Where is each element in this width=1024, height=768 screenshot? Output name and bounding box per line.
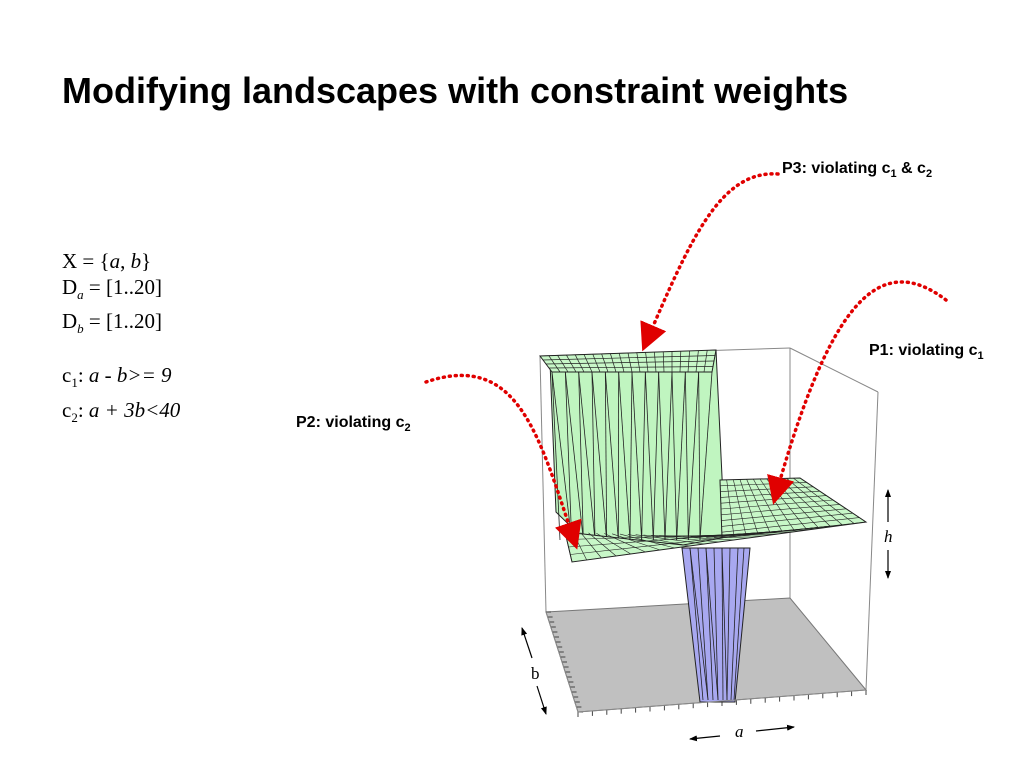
domain-b: Db = [1..20] — [62, 309, 163, 337]
mesh-line — [591, 371, 596, 541]
mesh-line — [720, 486, 814, 492]
mesh-line — [652, 371, 660, 541]
axis-label-h: h — [884, 527, 893, 546]
axis-arrows — [521, 489, 891, 742]
mesh-line — [698, 371, 701, 541]
variable-set: X = {a, b} — [62, 249, 152, 273]
floor-ticks — [546, 611, 867, 717]
plateau-wall — [549, 349, 726, 546]
axis-label-b: b — [531, 664, 540, 683]
mesh-line — [684, 371, 689, 541]
mesh-line — [664, 371, 673, 541]
axis-label-a: a — [735, 722, 744, 741]
callout-p3: P3: violating c1 & c2 — [782, 160, 933, 181]
mesh-line — [604, 371, 619, 541]
mesh-line — [658, 371, 666, 541]
mesh-line — [604, 371, 608, 541]
plateau-top — [539, 349, 717, 373]
mesh-line — [564, 371, 584, 541]
mesh-line — [591, 371, 608, 541]
mesh-line — [699, 371, 713, 541]
problem-definition: X = {a, b} Da = [1..20] Db = [1..20] c1:… — [62, 248, 180, 431]
mesh-line — [545, 360, 715, 365]
constraint-c2: c2: a + 3b<40 — [62, 397, 181, 425]
mesh-line — [671, 371, 678, 541]
mesh-line — [542, 355, 716, 361]
mesh-line — [721, 517, 860, 533]
mesh-line — [721, 512, 853, 527]
arrow-p2 — [424, 373, 582, 550]
constraint-c1: c1: a - b>= 9 — [62, 363, 172, 391]
callout-p1: P1: violating c1 — [869, 342, 984, 363]
a-axis-arrow-right — [755, 724, 795, 732]
mesh-line — [721, 504, 840, 516]
a-axis-arrow-left — [689, 735, 721, 742]
mesh-line — [551, 371, 573, 541]
mesh-line — [564, 371, 573, 541]
mesh-line — [578, 371, 584, 541]
well-surface — [681, 547, 751, 703]
callout-p2: P2: violating c2 — [296, 414, 411, 435]
mesh-line — [721, 508, 847, 521]
mesh-line — [551, 371, 561, 541]
b-axis-arrow-down — [536, 685, 547, 715]
mesh-line — [629, 371, 633, 541]
arrow-p1 — [767, 280, 948, 505]
front-axis — [545, 611, 867, 713]
mesh-line — [687, 371, 700, 541]
mesh-line — [641, 371, 646, 541]
mesh-line — [631, 371, 643, 541]
domain-a: Da = [1..20] — [62, 275, 163, 303]
mesh-line — [568, 529, 795, 548]
b-axis-arrow-up — [521, 627, 533, 659]
mesh-line — [676, 371, 686, 541]
mesh-line — [578, 371, 596, 541]
mesh-line — [618, 371, 631, 541]
page-title: Modifying landscapes with constraint wei… — [62, 70, 849, 111]
callout-arrows — [424, 172, 948, 550]
mesh-line — [570, 525, 831, 555]
mesh-line — [644, 371, 654, 541]
mesh-line — [548, 366, 714, 369]
arrow-p3 — [640, 172, 780, 352]
